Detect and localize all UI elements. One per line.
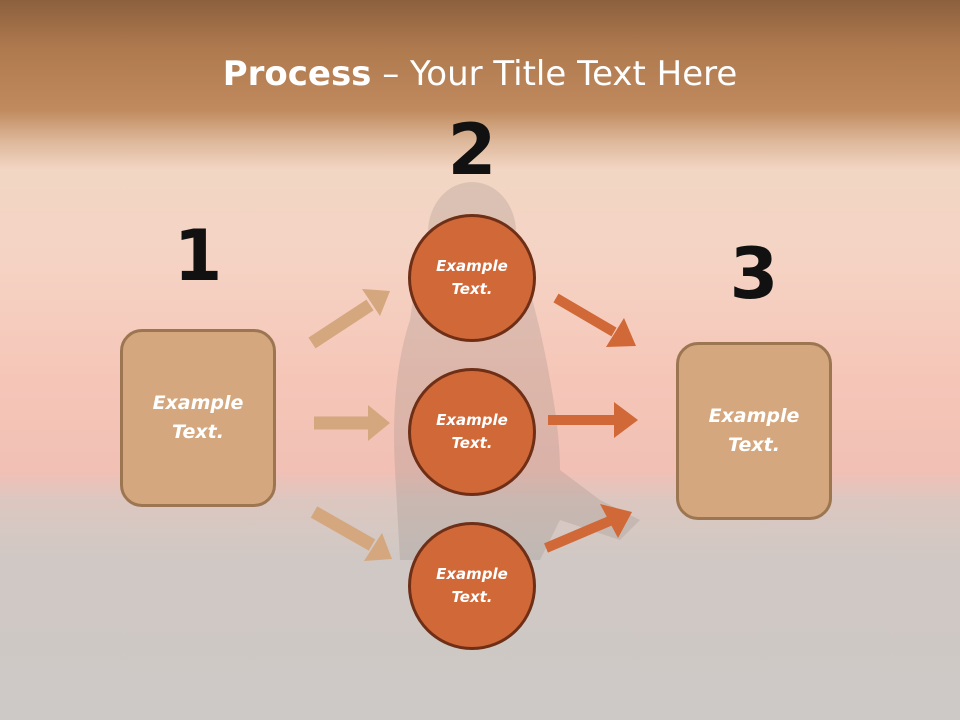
- step-2-circle-2: Example Text.: [408, 368, 536, 496]
- arrow-left-down: [310, 506, 392, 561]
- circle-2-text: Example Text.: [436, 411, 508, 452]
- arrow-right-down: [544, 504, 632, 553]
- step-number-2: 2: [447, 109, 497, 191]
- step-3-box: Example Text.: [676, 342, 832, 520]
- step-number-1: 1: [173, 215, 223, 297]
- step-2-circle-3: Example Text.: [408, 522, 536, 650]
- step-1-box: Example Text.: [120, 329, 276, 507]
- title-bold: Process: [222, 54, 372, 94]
- step-1-text: Example Text.: [152, 392, 244, 443]
- title-rest: – Your Title Text Here: [371, 54, 738, 94]
- arrow-right-middle: [548, 402, 638, 438]
- slide-title: Process – Your Title Text Here: [0, 52, 960, 96]
- arrow-left-up: [308, 289, 390, 349]
- circle-3-text: Example Text.: [436, 565, 508, 606]
- arrow-left-middle: [314, 405, 390, 441]
- arrow-right-up: [553, 293, 636, 347]
- circle-1-text: Example Text.: [436, 257, 508, 298]
- step-2-circle-1: Example Text.: [408, 214, 536, 342]
- step-3-text: Example Text.: [708, 405, 800, 456]
- step-number-3: 3: [729, 233, 779, 315]
